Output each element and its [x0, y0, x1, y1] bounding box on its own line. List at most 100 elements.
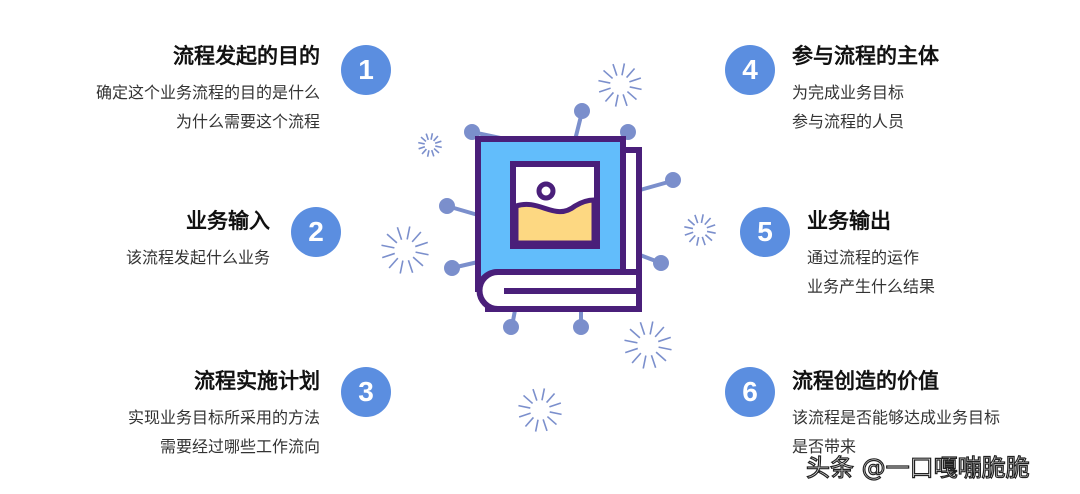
burst-ray [704, 217, 712, 226]
burst-ray [706, 230, 716, 234]
item-desc-line: 该流程是否能够达成业务目标 [792, 408, 1001, 427]
item-desc-line: 参与流程的人员 [792, 112, 905, 131]
burst-ray [421, 148, 428, 155]
burst-ray [684, 226, 694, 230]
burst-ray [522, 394, 534, 405]
burst-ray [629, 77, 642, 83]
burst-ray [381, 244, 395, 249]
burst-ray [434, 140, 442, 145]
burst-ray [622, 94, 628, 107]
burst-ray [546, 415, 558, 426]
item-1: 流程发起的目的 确定这个业务流程的目的是什么 为什么需要这个流程 [96, 40, 320, 136]
burst-ray [418, 141, 425, 145]
item-title: 业务输入 [186, 209, 270, 233]
item-2: 业务输入 该流程发起什么业务 [126, 205, 270, 272]
burst-ray [396, 226, 403, 241]
burst-ray [518, 404, 531, 409]
burst-ray [598, 87, 611, 93]
burst-ray [631, 352, 642, 364]
item-desc-line: 业务产生什么结果 [807, 277, 936, 296]
burst-ray [654, 326, 665, 338]
burst-ray [407, 259, 414, 274]
burst-ray [614, 94, 619, 107]
step-badge-6: 6 [725, 367, 775, 417]
item-title: 流程发起的目的 [173, 44, 320, 68]
burst-ray [694, 214, 699, 224]
burst-ray [414, 241, 429, 248]
step-badge-5: 5 [740, 207, 790, 257]
burst-ray [399, 260, 404, 274]
item-5: 业务输出 通过流程的运作 业务产生什么结果 [807, 205, 935, 301]
burst-ray [626, 90, 638, 101]
burst-ray [624, 339, 638, 344]
item-desc-line: 为什么需要这个流程 [175, 112, 320, 131]
burst-ray [624, 347, 639, 354]
item-title: 流程实施计划 [194, 369, 320, 393]
burst-ray [687, 218, 696, 226]
burst-ray [406, 226, 411, 240]
burst-ray [545, 392, 556, 404]
burst-ray [518, 412, 531, 418]
burst-ray [388, 257, 399, 269]
burst-ray [629, 328, 641, 339]
burst-ray [696, 236, 700, 246]
burst-ray [412, 256, 424, 267]
burst-ray [602, 69, 614, 80]
burst-ray [657, 336, 672, 343]
burst-ray [639, 321, 646, 336]
burst-ray [430, 133, 434, 140]
burst-ray [541, 388, 546, 401]
burst-ray [430, 149, 435, 157]
step-badge-2: 2 [291, 207, 341, 257]
burst-ray [598, 79, 611, 84]
burst-ray [649, 321, 654, 335]
item-desc-line: 确定这个业务流程的目的是什么 [95, 83, 320, 102]
item-desc-line: 实现业务目标所采用的方法 [127, 408, 320, 427]
burst-ray [386, 233, 398, 244]
watermark: 头条 @一口嘎嘣脆脆 [805, 453, 1030, 482]
item-4: 参与流程的主体 为完成业务目标 参与流程的人员 [792, 40, 939, 136]
item-title: 业务输出 [807, 209, 891, 233]
step-badge-4: 4 [725, 45, 775, 95]
burst-ray [704, 234, 713, 242]
item-desc-line: 需要经过哪些工作流向 [159, 437, 320, 456]
burst-ray [612, 63, 618, 76]
burst-ray [524, 416, 535, 428]
item-6: 流程创造的价值 该流程是否能够达成业务目标 是否带来 [792, 365, 1000, 461]
burst-ray [534, 419, 539, 432]
item-desc-line: 通过流程的运作 [807, 248, 920, 267]
item-title: 参与流程的主体 [792, 44, 939, 68]
firework-decorations [381, 63, 716, 432]
item-desc-line: 为完成业务目标 [792, 83, 905, 102]
burst-ray [658, 346, 672, 351]
burst-ray [549, 402, 562, 408]
burst-ray [549, 411, 562, 416]
burst-ray [684, 231, 694, 236]
burst-ray [700, 214, 704, 224]
step-badge-3: 3 [341, 367, 391, 417]
burst-ray [655, 351, 667, 362]
step-badge-1: 1 [341, 45, 391, 95]
burst-ray [642, 355, 647, 369]
burst-ray [418, 145, 426, 150]
burst-ray [425, 133, 430, 141]
burst-ray [688, 234, 696, 243]
burst-ray [381, 252, 396, 259]
item-title: 流程创造的价值 [792, 369, 939, 393]
burst-ray [650, 354, 657, 369]
burst-ray [432, 135, 439, 142]
burst-ray [625, 67, 636, 79]
book-icon [475, 136, 642, 312]
burst-ray [706, 224, 716, 229]
burst-ray [621, 63, 626, 76]
spoke-decoration [439, 103, 681, 335]
item-desc-line: 是否带来 [792, 437, 857, 456]
item-desc-line: 该流程发起什么业务 [125, 248, 270, 267]
burst-ray [411, 231, 422, 243]
burst-ray [629, 86, 642, 91]
burst-ray [701, 236, 706, 246]
burst-ray [542, 419, 548, 432]
burst-ray [532, 388, 538, 401]
item-3: 流程实施计划 实现业务目标所采用的方法 需要经过哪些工作流向 [128, 365, 320, 461]
